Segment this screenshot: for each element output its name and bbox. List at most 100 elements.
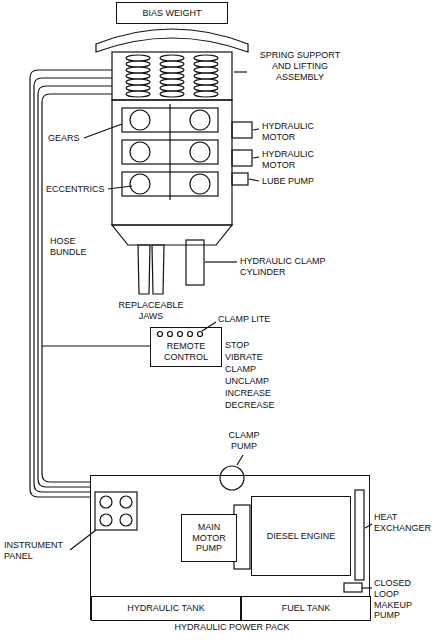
part-label: CLAMP PUMP	[228, 430, 259, 451]
lamp	[158, 332, 163, 337]
spring-coils	[126, 55, 218, 97]
leader-line	[362, 587, 372, 588]
part-label: HYDRAULIC CLAMP CYLINDER	[240, 256, 325, 277]
coil-turn	[160, 91, 184, 97]
clamp-pump	[220, 466, 244, 490]
part-label-box: CLAMP PUMP	[222, 430, 266, 452]
coil-turn	[194, 55, 218, 61]
weight-arc	[96, 29, 248, 52]
pump-box: MAIN MOTOR PUMP	[181, 514, 237, 562]
gear	[190, 174, 210, 194]
leader-line	[249, 179, 259, 181]
hydraulic-motor	[232, 122, 252, 138]
node-label: MAIN MOTOR PUMP	[182, 522, 236, 554]
part-label: GEARS	[48, 133, 80, 143]
instrument-panel	[95, 492, 137, 530]
clamp-cylinder	[186, 240, 204, 285]
control-label: INCREASE	[225, 388, 271, 398]
coil-turn	[126, 79, 150, 85]
part-label: INSTRUMENT PANEL	[4, 540, 63, 561]
leader-line	[108, 186, 132, 189]
tank-band: HYDRAULIC TANK	[91, 596, 241, 621]
eccentric	[130, 174, 150, 194]
node-label: HYDRAULIC TANK	[125, 603, 207, 614]
node-label: HYDRAULIC POWER PACK	[91, 622, 373, 633]
lube-pump	[232, 173, 248, 185]
part-label-box: CLOSED LOOP MAKEUP PUMP	[374, 578, 436, 621]
heat-exchanger	[355, 490, 364, 580]
lamp-label-box: CLAMP LITE	[218, 314, 288, 325]
part-label: HYDRAULIC MOTOR	[262, 121, 314, 142]
part-label-box: REPLACEABLE JAWS	[112, 300, 190, 322]
part-label-box: HOSE BUNDLE	[50, 236, 98, 258]
engine-box: DIESEL ENGINE	[251, 496, 351, 576]
control-label: VIBRATE	[225, 352, 263, 362]
coil-turn	[194, 85, 218, 91]
part-label: HOSE BUNDLE	[50, 236, 87, 257]
power-pack-frame: HYDRAULIC POWER PACKMAIN MOTOR PUMPDIESE…	[90, 475, 370, 620]
coil-turn	[126, 55, 150, 61]
leader-line	[70, 530, 96, 550]
leader-line	[365, 524, 372, 528]
remote-cable	[42, 345, 150, 346]
part-label: HEAT EXCHANGER	[374, 512, 431, 533]
control-label-box: UNCLAMP	[225, 376, 295, 387]
clamp-body	[112, 225, 232, 245]
lamp	[178, 332, 183, 337]
control-label-box: CLAMP	[225, 364, 295, 375]
part-label-box: HYDRAULIC CLAMP CYLINDER	[240, 256, 340, 278]
coil-turn	[160, 61, 184, 67]
node-label: BIAS WEIGHT	[140, 8, 203, 19]
leader-line	[237, 455, 243, 465]
eccentric	[130, 110, 150, 130]
control-label: UNCLAMP	[225, 376, 269, 386]
coil-turn	[126, 73, 150, 79]
lamp	[198, 332, 203, 337]
hose	[38, 86, 112, 487]
tank-band: FUEL TANK	[241, 596, 371, 621]
leader-line	[84, 124, 122, 138]
weight-box: BIAS WEIGHT	[116, 2, 228, 24]
control-label: STOP	[225, 340, 249, 350]
leader-line	[234, 71, 247, 72]
coil-turn	[160, 85, 184, 91]
control-label-box: VIBRATE	[225, 352, 295, 363]
hydraulic-motor	[232, 150, 252, 166]
coil-turn	[126, 91, 150, 97]
gauge	[120, 514, 132, 526]
hose	[42, 94, 112, 482]
gauge	[120, 496, 132, 508]
gear	[190, 142, 210, 162]
gearbox	[112, 100, 232, 225]
spring-housing	[112, 52, 232, 100]
part-label: LUBE PUMP	[262, 176, 314, 186]
hose	[34, 78, 112, 492]
hose-bundle	[30, 70, 112, 497]
part-label: CLOSED LOOP MAKEUP PUMP	[374, 578, 412, 620]
control-label: DECREASE	[225, 400, 275, 410]
control-label: CLAMP	[225, 364, 256, 374]
jaw	[138, 245, 150, 294]
part-label: REPLACEABLE JAWS	[118, 300, 183, 321]
coil-turn	[194, 61, 218, 67]
coil-turn	[126, 67, 150, 73]
coil-turn	[194, 79, 218, 85]
remote-control-box: REMOTE CONTROL	[150, 327, 222, 367]
coil-turn	[160, 55, 184, 61]
eccentric	[130, 142, 150, 162]
hose	[30, 70, 112, 497]
part-label-box: HEAT EXCHANGER	[374, 512, 436, 534]
node-label: REMOTE CONTROL	[151, 341, 221, 363]
coil-turn	[194, 91, 218, 97]
node-label: FUEL TANK	[280, 603, 332, 614]
coil-turn	[160, 67, 184, 73]
lamp	[188, 332, 193, 337]
shaft	[169, 104, 170, 200]
coil-turn	[160, 73, 184, 79]
coil-turn	[160, 79, 184, 85]
node-label: DIESEL ENGINE	[265, 531, 338, 542]
part-label-box: ECCENTRICS	[46, 184, 108, 195]
part-label-box: LUBE PUMP	[262, 176, 332, 187]
control-label-box: STOP	[225, 340, 295, 351]
